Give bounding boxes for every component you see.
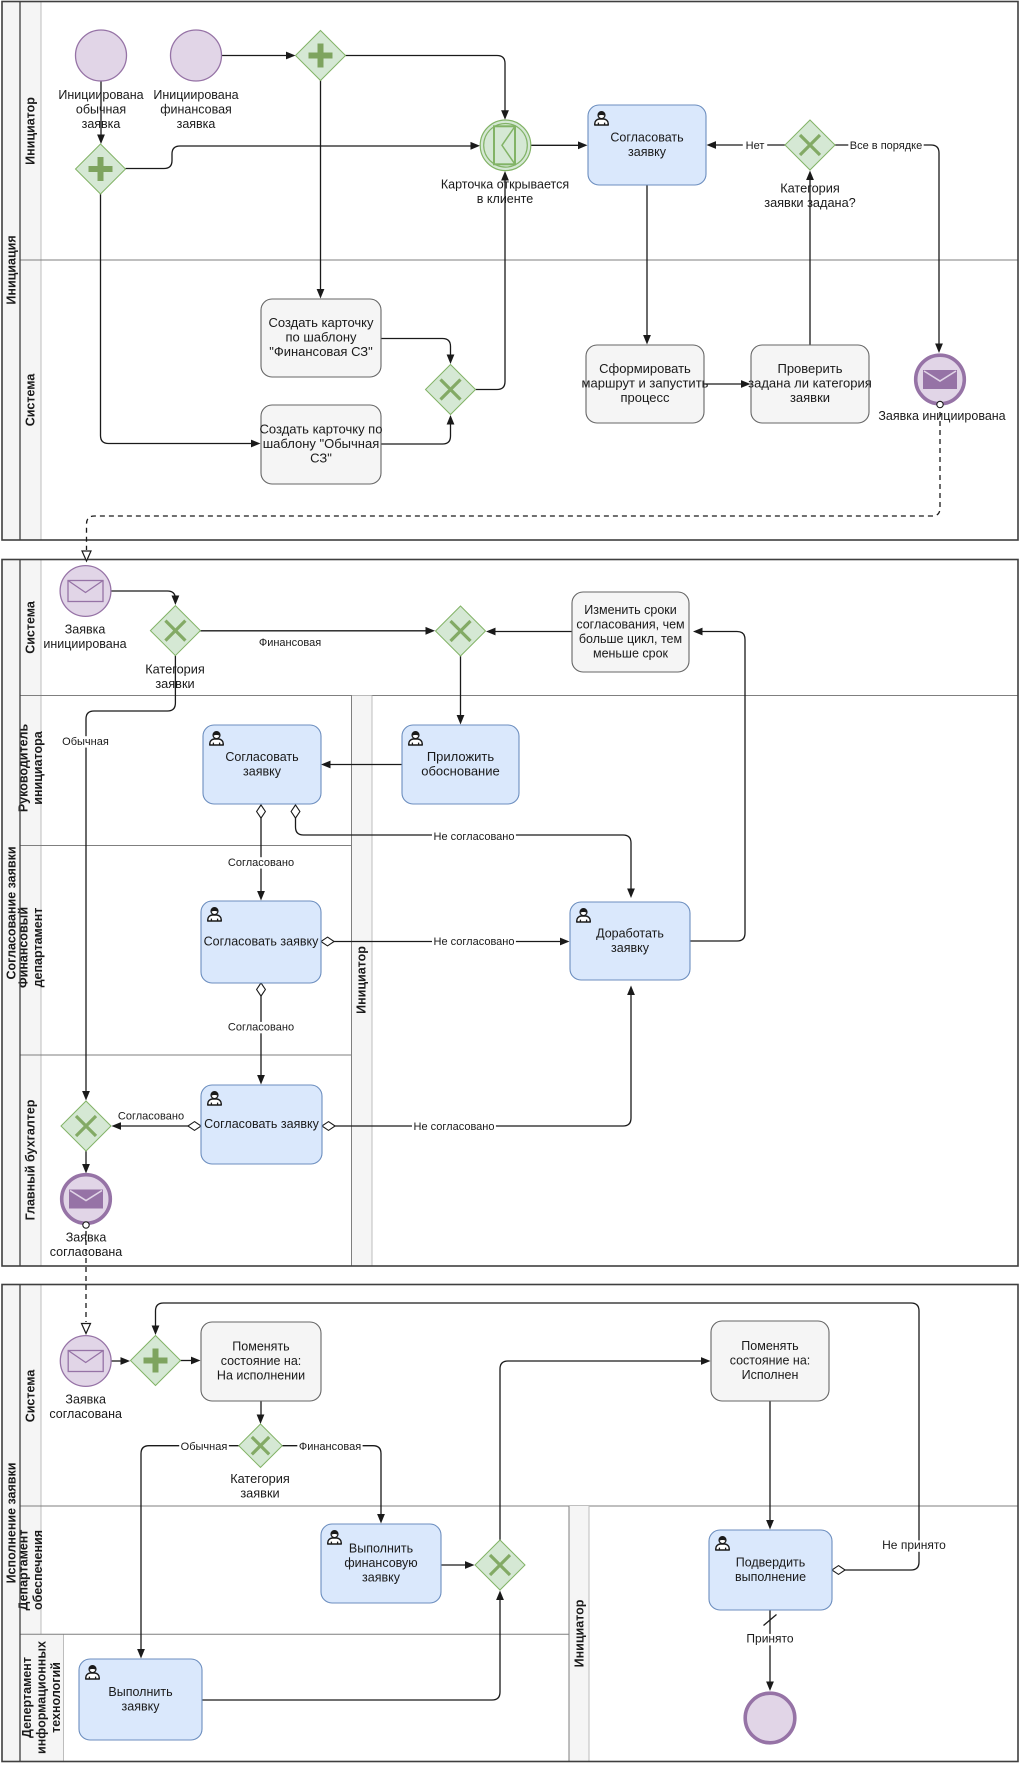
svg-text:Исполнение заявки: Исполнение заявки (5, 1463, 19, 1584)
svg-text:Поменять: Поменять (741, 1339, 798, 1353)
svg-text:Не согласовано: Не согласовано (434, 936, 515, 948)
svg-text:Приложить: Приложить (427, 749, 495, 764)
svg-text:технологий: технологий (49, 1662, 63, 1733)
svg-text:Согласовано: Согласовано (228, 857, 294, 869)
svg-text:Финансовый: Финансовый (16, 907, 30, 988)
svg-text:задана ли категория: задана ли категория (748, 376, 872, 391)
svg-text:заявки: заявки (790, 390, 830, 405)
svg-text:Система: Система (24, 1369, 38, 1423)
svg-text:в клиенте: в клиенте (477, 192, 533, 206)
svg-text:Исполнен: Исполнен (742, 1368, 799, 1382)
svg-text:Доработать: Доработать (596, 926, 664, 940)
svg-text:Согласовать: Согласовать (225, 750, 298, 764)
svg-text:Карточка открывается: Карточка открывается (441, 177, 569, 191)
svg-text:Обычная: Обычная (62, 736, 109, 748)
svg-text:Изменить сроки: Изменить сроки (584, 603, 676, 617)
svg-text:Руководитель: Руководитель (16, 724, 30, 813)
svg-text:обоснование: обоснование (421, 763, 499, 778)
svg-text:Согласовать заявку: Согласовать заявку (204, 935, 319, 949)
svg-text:департамент: департамент (31, 908, 45, 988)
svg-text:заявку: заявку (611, 941, 650, 955)
svg-text:Согласовано: Согласовано (118, 1111, 184, 1123)
svg-text:Выполнить: Выполнить (349, 1542, 413, 1556)
svg-text:заявку: заявку (243, 764, 282, 778)
svg-text:Инициирована: Инициирована (153, 88, 238, 102)
svg-text:заявки: заявки (155, 676, 194, 691)
svg-text:Категория: Категория (230, 1471, 290, 1486)
svg-text:Сформировать: Сформировать (599, 361, 691, 376)
svg-text:СЗ": СЗ" (310, 451, 332, 466)
svg-text:Заявка: Заявка (66, 1230, 107, 1244)
svg-text:заявку: заявку (122, 1699, 161, 1713)
svg-text:Инициирована: Инициирована (58, 88, 143, 102)
svg-text:Согласовать: Согласовать (610, 130, 683, 144)
svg-text:Нет: Нет (746, 140, 765, 152)
svg-text:обычная: обычная (76, 103, 126, 117)
svg-text:Не принято: Не принято (882, 1538, 946, 1552)
svg-text:шаблону "Обычная: шаблону "Обычная (263, 436, 380, 451)
svg-text:Все в порядке: Все в порядке (850, 140, 922, 152)
svg-text:заявку: заявку (362, 1571, 401, 1585)
svg-text:Поменять: Поменять (232, 1340, 289, 1354)
svg-text:инициирована: инициирована (43, 637, 126, 651)
svg-text:"Финансовая СЗ": "Финансовая СЗ" (269, 344, 373, 359)
svg-text:информационных: информационных (35, 1641, 49, 1754)
svg-text:обеспечения: обеспечения (31, 1530, 45, 1610)
svg-text:больше цикл, тем: больше цикл, тем (579, 632, 682, 646)
svg-text:Департамент: Департамент (16, 1530, 30, 1611)
svg-text:инициатора: инициатора (31, 730, 45, 804)
svg-text:Система: Система (24, 600, 38, 654)
svg-text:Создать карточку: Создать карточку (268, 315, 374, 330)
svg-text:заявка: заявка (177, 117, 216, 131)
svg-text:Категория: Категория (780, 180, 840, 195)
svg-text:Категория: Категория (145, 661, 205, 676)
svg-text:заявки задана?: заявки задана? (764, 195, 856, 210)
svg-text:маршрут и запустить: маршрут и запустить (582, 376, 709, 391)
svg-text:Финансовая: Финансовая (299, 1441, 361, 1453)
svg-text:Депертамент: Депертамент (20, 1657, 34, 1738)
svg-text:Инициация: Инициация (5, 235, 19, 304)
svg-text:финансовая: финансовая (160, 103, 232, 117)
svg-text:меньше срок: меньше срок (593, 646, 669, 660)
svg-text:Согласование заявки: Согласование заявки (5, 846, 19, 979)
svg-text:Главный бухгалтер: Главный бухгалтер (24, 1099, 38, 1220)
svg-text:Финансовая: Финансовая (259, 637, 321, 649)
svg-text:выполнение: выполнение (735, 1570, 806, 1584)
svg-text:состояние на:: состояние на: (221, 1354, 302, 1368)
svg-text:Заявка: Заявка (65, 622, 106, 636)
svg-text:Инициатор: Инициатор (573, 1599, 587, 1667)
svg-text:Согласовано: Согласовано (228, 1022, 294, 1034)
svg-text:Обычная: Обычная (181, 1441, 228, 1453)
svg-text:Создать карточку по: Создать карточку по (260, 422, 383, 437)
svg-text:процесс: процесс (620, 390, 670, 405)
svg-text:заявку: заявку (628, 145, 667, 159)
svg-text:согласована: согласована (50, 1245, 123, 1259)
svg-text:Согласовать заявку: Согласовать заявку (204, 1117, 319, 1131)
svg-text:Заявка: Заявка (65, 1392, 106, 1406)
svg-text:по шаблону: по шаблону (285, 330, 357, 345)
svg-text:Система: Система (24, 373, 38, 427)
svg-text:Проверить: Проверить (777, 361, 842, 376)
svg-text:На исполнении: На исполнении (217, 1369, 305, 1383)
svg-text:финансовую: финансовую (344, 1556, 417, 1570)
svg-text:состояние на:: состояние на: (730, 1354, 811, 1368)
svg-text:согласования, чем: согласования, чем (576, 617, 684, 631)
svg-text:Принято: Принято (746, 1632, 793, 1646)
svg-text:Инициатор: Инициатор (24, 97, 38, 165)
svg-text:Инициатор: Инициатор (355, 946, 369, 1014)
svg-text:Не согласовано: Не согласовано (414, 1121, 495, 1133)
svg-text:заявка: заявка (82, 117, 121, 131)
svg-text:согласована: согласована (49, 1407, 122, 1421)
svg-text:заявки: заявки (240, 1485, 279, 1500)
svg-text:Выполнить: Выполнить (108, 1685, 172, 1699)
svg-text:Заявка инициирована: Заявка инициирована (878, 409, 1005, 423)
svg-text:Не согласовано: Не согласовано (434, 831, 515, 843)
svg-text:Подвердить: Подвердить (736, 1555, 806, 1569)
